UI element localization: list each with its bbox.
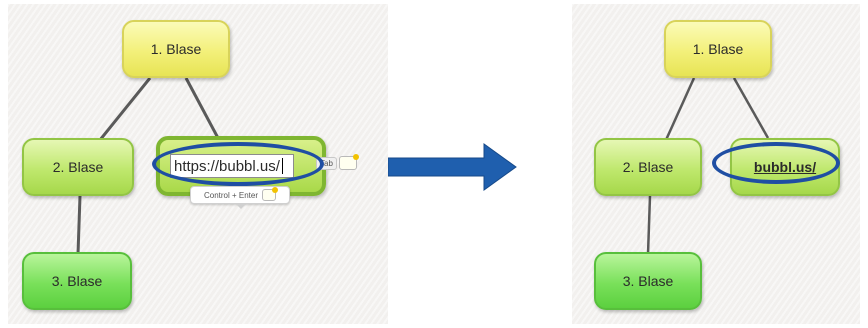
enter-hint-label: Control + Enter [203,190,259,200]
bubble-grandchild-label: 3. Blase [51,273,103,289]
connector-child-a-grandchild-right [646,195,652,255]
connector-root-child-a [98,77,152,141]
connector-root-child-b [184,77,220,139]
highlight-ellipse-right [712,142,840,184]
bubble-grandchild[interactable]: 3. Blase [22,252,132,310]
highlight-ellipse-left [152,142,324,186]
bubble-root-label: 1. Blase [150,41,202,57]
connector-root-child-a-right [664,77,696,141]
add-bubble-icon[interactable] [338,154,359,170]
bubble-root-right[interactable]: 1. Blase [664,20,772,78]
tab-hint: Tab [316,154,359,170]
bubble-grandchild-right-label: 3. Blase [622,273,674,289]
bubble-child-a-right[interactable]: 2. Blase [594,138,702,196]
connector-child-a-grandchild [76,195,82,255]
connector-root-child-b-right [732,77,770,139]
bubble-root[interactable]: 1. Blase [122,20,230,78]
enter-hint: Control + Enter [190,186,290,209]
bubble-child-a-label: 2. Blase [52,159,104,175]
add-child-bubble-icon [262,187,279,201]
right-arrow-icon [388,143,517,191]
bubble-child-a-right-label: 2. Blase [622,159,674,175]
bubble-grandchild-right[interactable]: 3. Blase [594,252,702,310]
bubble-root-right-label: 1. Blase [692,41,744,57]
bubble-child-a[interactable]: 2. Blase [22,138,134,196]
